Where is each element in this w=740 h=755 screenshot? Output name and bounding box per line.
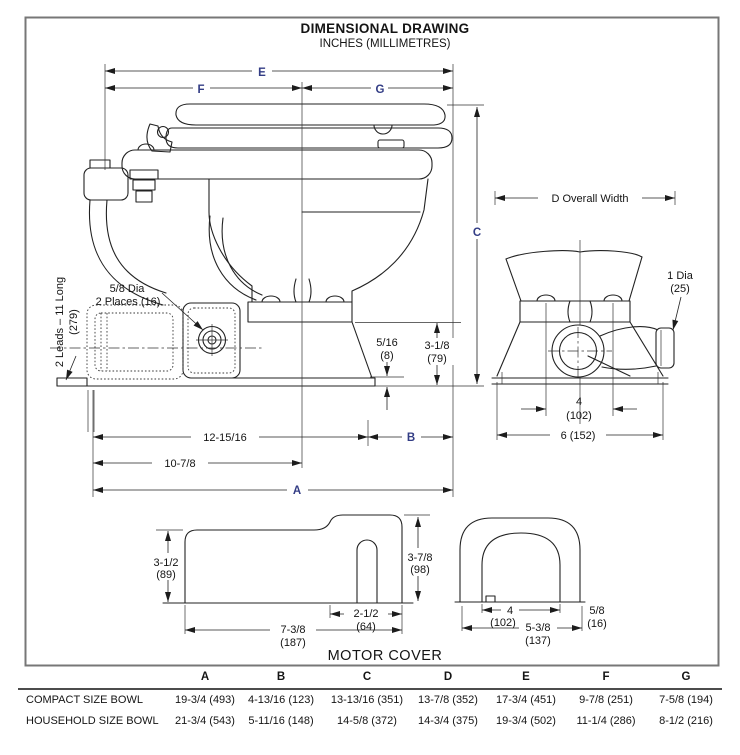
dim-len-base: 12-15/16 — [203, 432, 246, 444]
outlet-dia-label: 1 Dia — [667, 270, 694, 282]
size-table: A B C D E F G COMPACT SIZE BOWL 19-3/4 (… — [0, 671, 740, 736]
dim-end-lip: 5/8 — [589, 605, 604, 617]
side-view-dimensions: E F G C 3-1/8 (79) 5/16 (8) 12-15/16 B 1… — [54, 64, 486, 497]
toilet-side-view — [50, 103, 453, 432]
compact-g: 7-5/8 (194) — [659, 694, 713, 706]
household-e: 19-3/4 (502) — [496, 715, 556, 727]
dim-gap-mm: (8) — [380, 350, 393, 362]
dim-end-inner: 4 — [507, 605, 513, 617]
dim-C: C — [473, 227, 481, 239]
dim-cover-notch: 2-1/2 — [353, 608, 378, 620]
compact-a: 19-3/4 (493) — [175, 694, 235, 706]
col-header-g: G — [681, 671, 691, 683]
bolt-label-1: 5/8 Dia — [110, 283, 146, 295]
dim-base-width: 6 (152) — [561, 430, 596, 442]
dim-end-inner-mm: (102) — [490, 617, 516, 629]
dim-base-height: 3-1/8 — [424, 340, 449, 352]
col-header-c: C — [362, 671, 372, 683]
col-header-f: F — [602, 671, 610, 683]
dim-gap: 5/16 — [376, 337, 397, 349]
drawing-frame — [24, 16, 720, 667]
motor-cover-caption: MOTOR COVER — [328, 648, 443, 664]
household-c: 14-5/8 (372) — [337, 715, 397, 727]
compact-e: 17-3/4 (451) — [496, 694, 556, 706]
rear-view-dimensions: D Overall Width 1 Dia (25) 4 (102) 6 (15… — [494, 191, 694, 442]
dim-cover-hleft: 3-1/2 — [153, 557, 178, 569]
size-table-header: A B C D E F G — [0, 671, 740, 687]
household-b: 5-11/16 (148) — [248, 715, 314, 727]
row-label-compact: COMPACT SIZE BOWL — [26, 694, 143, 706]
dim-end-outer: 5-3/8 — [525, 622, 550, 634]
bolt-label-2: 2 Places (16) — [96, 296, 161, 308]
dim-end-outer-mm: (137) — [525, 635, 551, 647]
drawing-title: DIMENSIONAL DRAWING — [301, 21, 470, 36]
dim-end-lip-mm: (16) — [587, 618, 607, 630]
table-header-rule — [18, 688, 722, 690]
compact-f: 9-7/8 (251) — [579, 694, 633, 706]
drawing-units: INCHES (MILLIMETRES) — [320, 38, 451, 50]
dim-bolt-span: 4 — [576, 396, 582, 408]
col-header-e: E — [522, 671, 530, 683]
motor-cover-side-view: 3-1/2 (89) 3-7/8 (98) 2-1/2 (64) 7-3/8 (… — [153, 514, 433, 649]
dim-A: A — [293, 485, 301, 497]
dim-len-motor: 10-7/8 — [164, 458, 195, 470]
toilet-rear-view — [491, 240, 675, 424]
table-row: HOUSEHOLD SIZE BOWL 21-3/4 (543) 5-11/16… — [0, 715, 740, 736]
dim-G: G — [376, 84, 385, 96]
dim-cover-notch-mm: (64) — [356, 621, 376, 633]
col-header-b: B — [276, 671, 286, 683]
motor-cover-end-view: 4 (102) 5-3/8 (137) 5/8 (16) — [454, 517, 607, 647]
dim-bolt-span-mm: (102) — [566, 410, 592, 422]
dim-cover-length: 7-3/8 — [280, 624, 305, 636]
household-g: 8-1/2 (216) — [659, 715, 713, 727]
household-f: 11-1/4 (286) — [576, 715, 636, 727]
household-d: 14-3/4 (375) — [418, 715, 478, 727]
dim-cover-hright-mm: (98) — [410, 564, 430, 576]
compact-d: 13-7/8 (352) — [418, 694, 478, 706]
dim-base-height-mm: (79) — [427, 353, 447, 365]
household-a: 21-3/4 (543) — [175, 715, 235, 727]
leads-label-mm: (279) — [68, 309, 80, 335]
dim-B: B — [407, 432, 415, 444]
dim-E: E — [258, 67, 266, 79]
row-label-household: HOUSEHOLD SIZE BOWL — [26, 715, 159, 727]
dim-D: D Overall Width — [551, 193, 628, 205]
compact-c: 13-13/16 (351) — [330, 694, 404, 706]
dim-cover-length-mm: (187) — [280, 637, 306, 649]
table-row: COMPACT SIZE BOWL 19-3/4 (493) 4-13/16 (… — [0, 694, 740, 715]
col-header-a: A — [200, 671, 210, 683]
dim-cover-hleft-mm: (89) — [156, 569, 176, 581]
dim-cover-hright: 3-7/8 — [407, 552, 432, 564]
dim-F: F — [197, 84, 204, 96]
dimensional-drawing: DIMENSIONAL DRAWING INCHES (MILLIMETRES) — [24, 16, 720, 667]
outlet-dia-mm: (25) — [670, 283, 690, 295]
col-header-d: D — [443, 671, 453, 683]
leads-label: 2 Leads – 11 Long — [54, 277, 66, 367]
compact-b: 4-13/16 (123) — [247, 694, 315, 706]
